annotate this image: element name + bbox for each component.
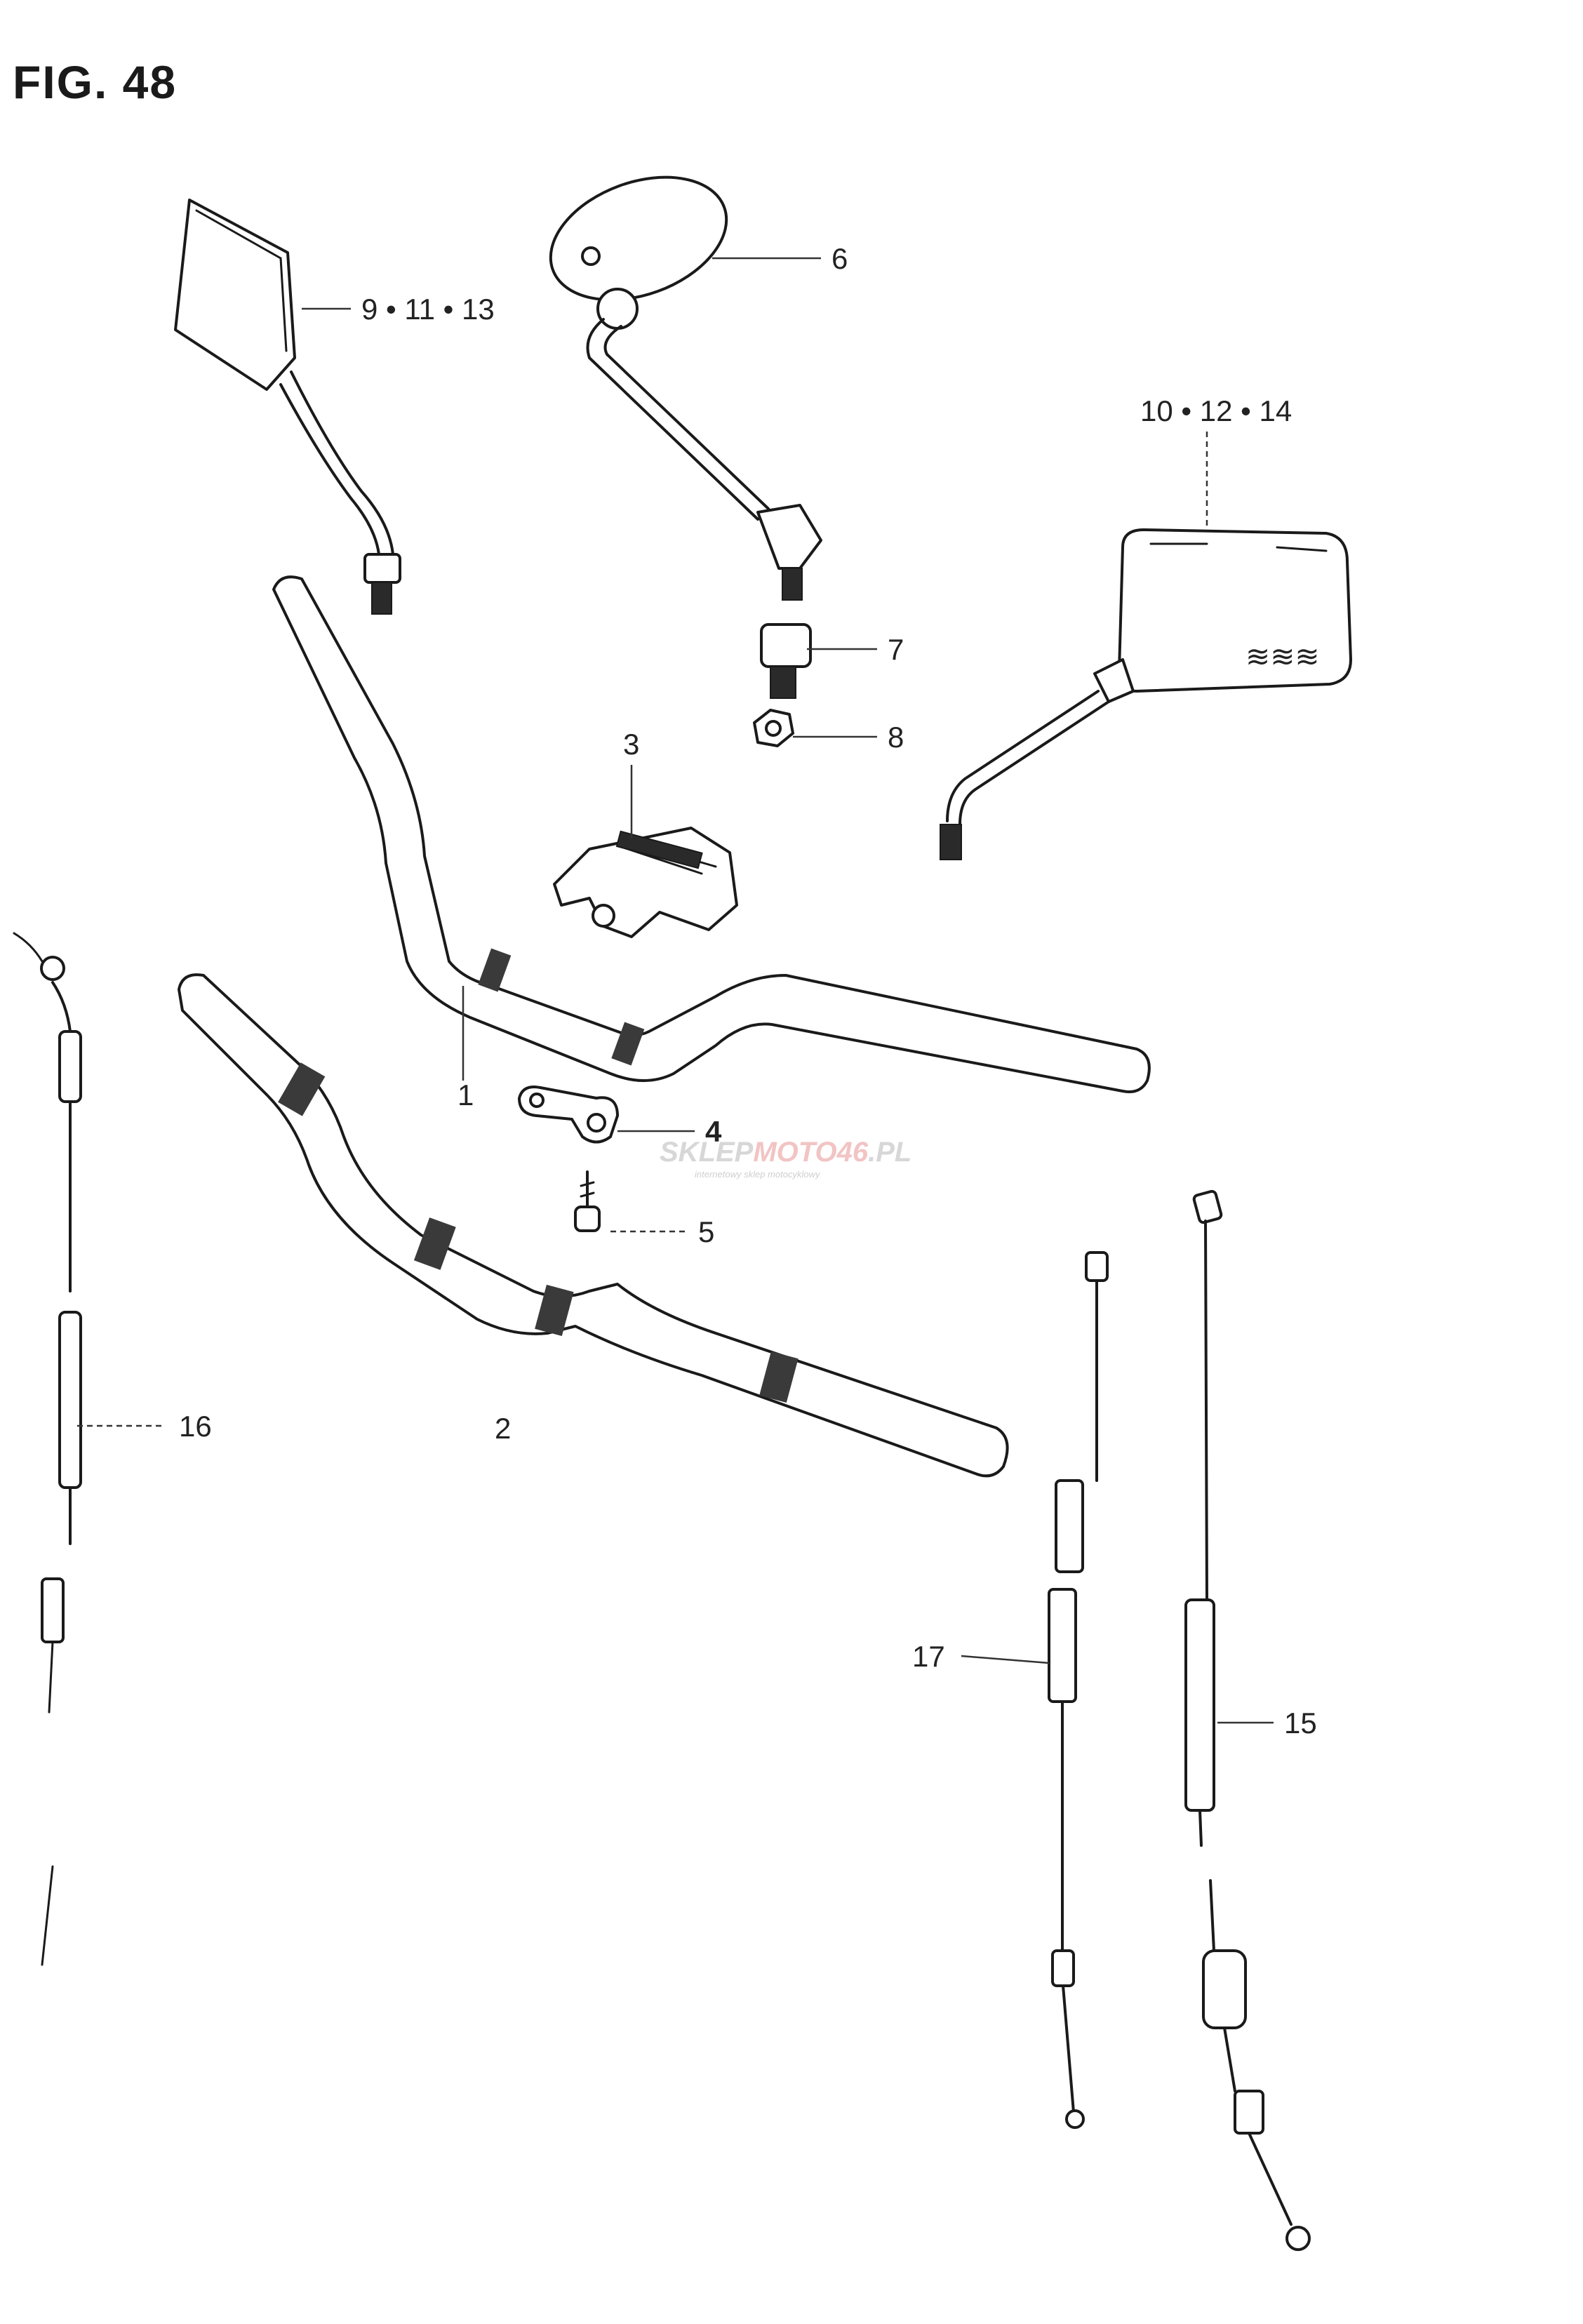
cable-right (1184, 1189, 1311, 2251)
callout-1: 1 (457, 1078, 474, 1111)
callout-17: 17 (912, 1640, 945, 1673)
handlebar-lower (178, 973, 1009, 1478)
callout-4: 4 (705, 1115, 722, 1148)
callout-10-12-14: 10 • 12 • 14 (1140, 394, 1292, 427)
screw (574, 1170, 601, 1232)
watermark-part-a: SKLEP (660, 1137, 754, 1168)
figure-title: FIG. 48 (13, 56, 177, 108)
watermark: SKLEPMOTO46.PL internetowy sklep motocyk… (660, 1137, 911, 1180)
callout-8: 8 (888, 721, 904, 754)
callout-6: 6 (831, 242, 848, 275)
callout-15: 15 (1284, 1707, 1317, 1739)
callout-16: 16 (179, 1410, 212, 1443)
watermark-part-c: .PL (868, 1137, 911, 1168)
callout-5: 5 (698, 1215, 714, 1248)
handlebar-upper (272, 575, 1151, 1093)
callout-3: 3 (623, 728, 639, 761)
leader-lines (77, 257, 1274, 1724)
watermark-subtitle: internetowy sklep motocyklowy (695, 1169, 821, 1180)
bracket (518, 1086, 619, 1144)
callout-labels: 9 • 11 • 13 6 10 • 12 • 14 7 8 3 1 4 5 1… (179, 242, 1317, 1739)
callout-7: 7 (888, 633, 904, 666)
callout-2: 2 (495, 1412, 511, 1445)
callout-9-11-13: 9 • 11 • 13 (361, 293, 495, 326)
svg-text:SKLEPMOTO46.PL: SKLEPMOTO46.PL (660, 1137, 911, 1168)
mirror-adapter (760, 623, 812, 699)
handlebar-holder (553, 827, 738, 938)
nut (753, 709, 794, 747)
cable-middle (1048, 1251, 1109, 2129)
cable-left (13, 932, 82, 1966)
mirror-right-rectangular: ≋≋≋ (940, 528, 1352, 860)
mirror-left-rectangular (174, 199, 401, 615)
watermark-part-b: MOTO46 (753, 1137, 869, 1168)
mirror-center-round (549, 175, 822, 601)
svg-text:≋≋≋: ≋≋≋ (1245, 640, 1320, 673)
